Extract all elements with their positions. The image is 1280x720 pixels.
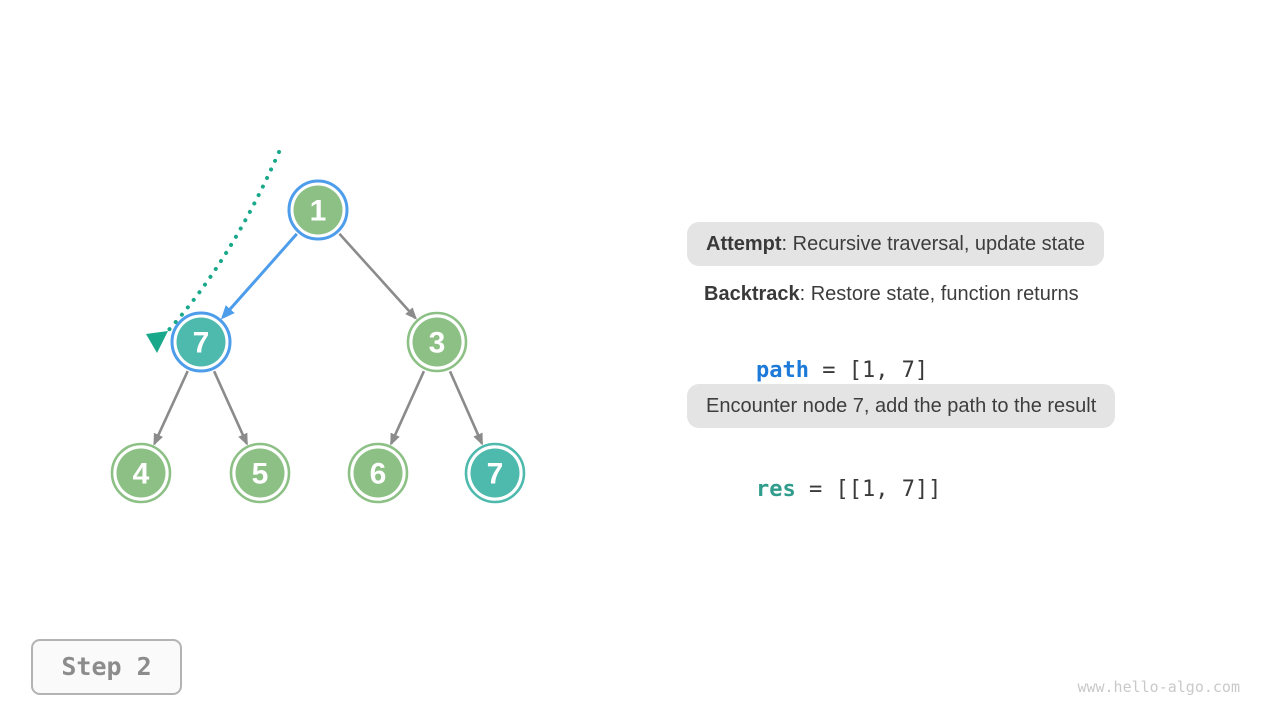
tree-edge bbox=[338, 232, 417, 320]
node-value: 7 bbox=[487, 458, 504, 491]
binary-tree-diagram: 1 7 3 4 5 6 7 bbox=[110, 150, 526, 504]
tree-edge bbox=[153, 370, 189, 446]
tree-node: 7 bbox=[464, 442, 526, 504]
tree-edge bbox=[389, 370, 426, 446]
backtrack-dotted-arrow bbox=[164, 150, 281, 335]
tree-node: 3 bbox=[406, 311, 468, 373]
node-circle bbox=[116, 448, 166, 498]
backtrack-label: Backtrack bbox=[704, 283, 800, 305]
path-variable-value: = [1, 7] bbox=[808, 358, 929, 383]
backtrack-line: Backtrack: Restore state, function retur… bbox=[704, 281, 1079, 307]
res-variable-name: res bbox=[755, 477, 796, 502]
tree-node: 6 bbox=[347, 442, 409, 504]
tree-edge bbox=[212, 370, 249, 446]
tree-node: 7 bbox=[170, 311, 232, 373]
node-circle bbox=[293, 185, 343, 235]
node-value: 7 bbox=[193, 327, 210, 360]
node-circle bbox=[176, 317, 226, 367]
tree-edge-current bbox=[220, 232, 298, 320]
path-variable-name: path bbox=[755, 358, 809, 383]
node-circle bbox=[353, 448, 403, 498]
step-label: Step 2 bbox=[61, 652, 152, 681]
step-badge: Step 2 bbox=[31, 639, 182, 695]
watermark: www.hello-algo.com bbox=[1077, 678, 1240, 696]
tree-edge bbox=[448, 370, 484, 446]
tree-node: 5 bbox=[229, 442, 291, 504]
encounter-text: Encounter node 7, add the path to the re… bbox=[706, 395, 1097, 417]
node-circle bbox=[470, 448, 520, 498]
node-value: 1 bbox=[310, 195, 327, 228]
path-variable-line: path = [1, 7] bbox=[703, 330, 928, 383]
backtrack-text: : Restore state, function returns bbox=[799, 283, 1079, 305]
node-value: 4 bbox=[133, 458, 150, 491]
tree-node: 4 bbox=[110, 442, 172, 504]
backtrack-arrowhead-icon bbox=[146, 331, 168, 353]
node-value: 5 bbox=[252, 458, 269, 491]
encounter-callout: Encounter node 7, add the path to the re… bbox=[687, 384, 1116, 428]
tree-node: 1 bbox=[287, 179, 349, 241]
attempt-label: Attempt bbox=[706, 233, 782, 255]
res-variable-line: res = [[1, 7]] bbox=[703, 449, 941, 502]
node-value: 3 bbox=[429, 327, 446, 360]
attempt-callout: Attempt: Recursive traversal, update sta… bbox=[687, 222, 1105, 266]
attempt-text: : Recursive traversal, update state bbox=[781, 233, 1086, 255]
node-circle bbox=[235, 448, 285, 498]
res-variable-value: = [[1, 7]] bbox=[795, 477, 942, 502]
node-circle bbox=[412, 317, 462, 367]
node-value: 6 bbox=[370, 458, 387, 491]
